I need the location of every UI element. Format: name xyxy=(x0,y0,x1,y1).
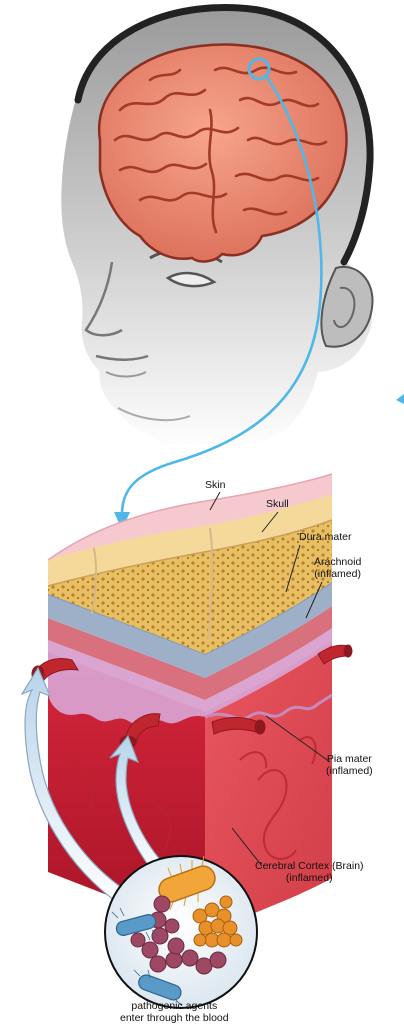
label-cerebral-cortex: Cerebral Cortex (Brain)(inflamed) xyxy=(255,860,364,884)
label-skin: Skin xyxy=(205,479,225,491)
label-dura-mater: Dura mater xyxy=(299,531,352,543)
label-skull: Skull xyxy=(266,498,289,510)
label-pia-mater: Pia mater(inflamed) xyxy=(326,753,373,777)
pathogen-magnifier xyxy=(105,856,257,1008)
label-arachnoid: Arachnoid(inflamed) xyxy=(314,556,361,580)
